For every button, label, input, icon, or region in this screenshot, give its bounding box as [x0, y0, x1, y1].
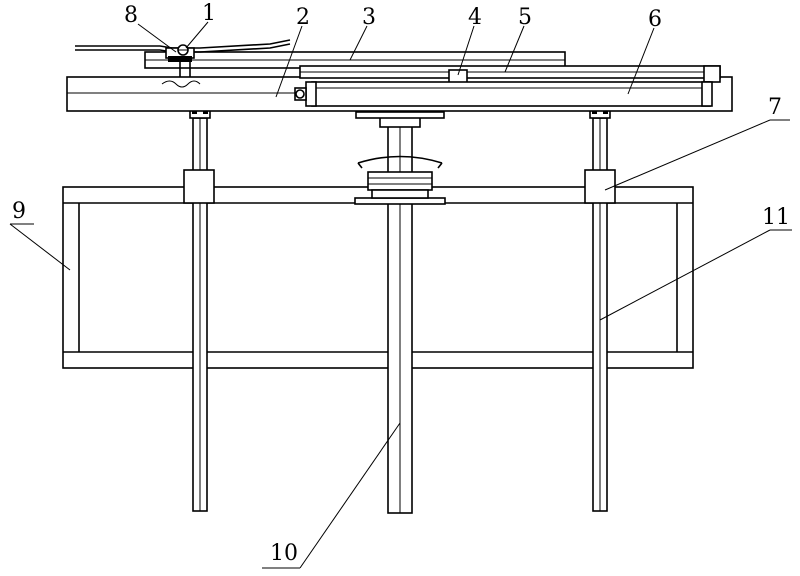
label-10: 10: [270, 541, 298, 566]
slide-rail-5: [299, 65, 721, 83]
labels: 8 1 2 3 4 5 6 7 9 10 11: [12, 1, 790, 566]
label-11: 11: [762, 205, 790, 230]
label-5: 5: [518, 5, 532, 30]
label-9: 9: [12, 199, 26, 224]
label-7: 7: [768, 95, 782, 120]
leader-lines: [9, 21, 792, 569]
label-3: 3: [362, 5, 376, 30]
left-screw-rod: [183, 95, 215, 512]
nut-7: [584, 169, 616, 204]
central-shaft-10: [354, 111, 446, 514]
label-4: 4: [468, 5, 482, 30]
label-2: 2: [296, 5, 310, 30]
right-screw-rod-11: [584, 95, 616, 512]
cylinder-6: [294, 81, 713, 107]
label-1: 1: [202, 1, 216, 26]
label-6: 6: [648, 7, 662, 32]
label-8: 8: [124, 3, 138, 28]
